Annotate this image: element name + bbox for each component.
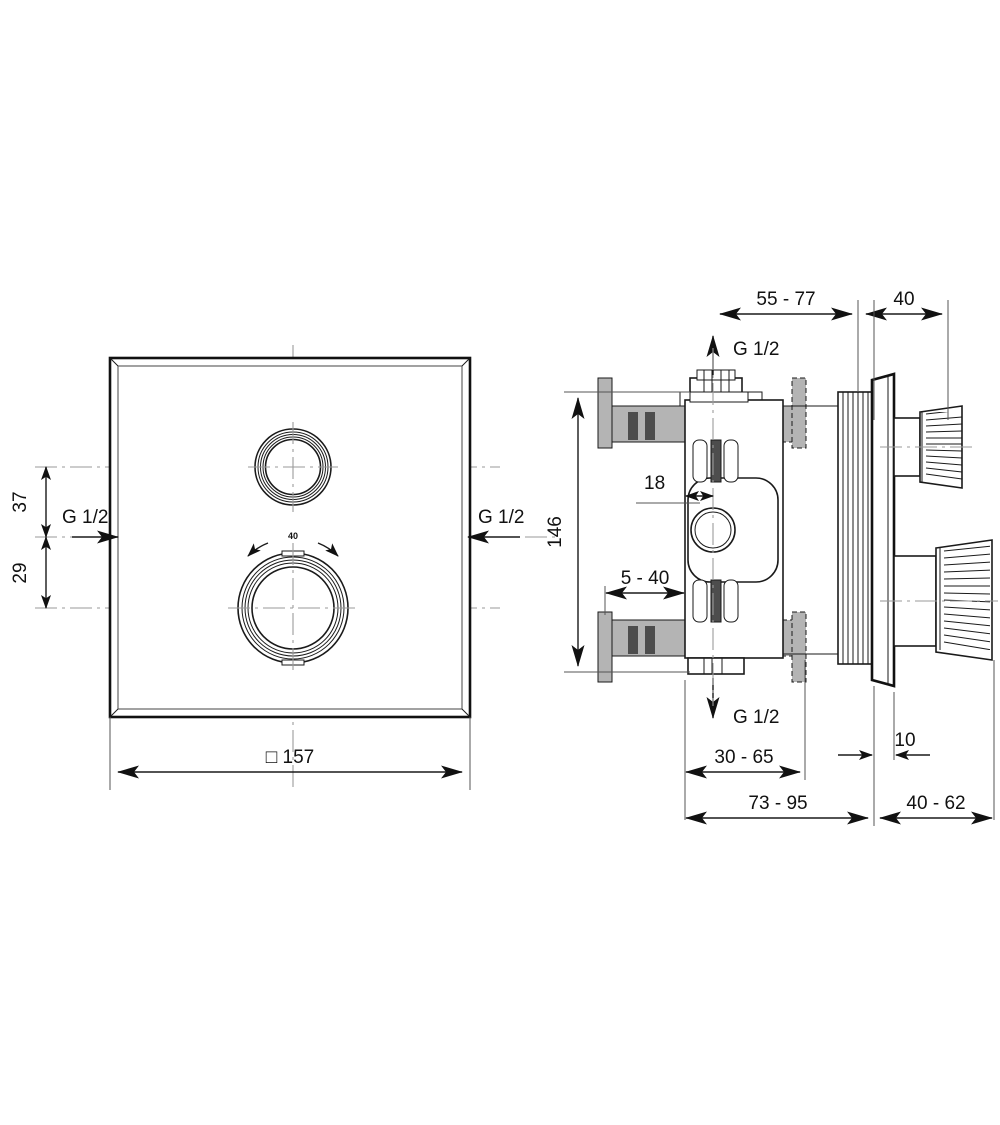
upper-knurl-9 <box>925 461 963 466</box>
escutcheon-plate <box>870 372 896 688</box>
dim-157: □ 157 <box>109 717 471 790</box>
valve-body <box>684 391 784 659</box>
bevel-corner-tl <box>109 357 119 367</box>
dim-40-label: 40 <box>893 289 914 310</box>
dim-73-95: 73 - 95 <box>685 793 869 825</box>
valve-slot-lower-mid <box>710 579 722 623</box>
dim-55-77-label: 55 - 77 <box>756 289 815 310</box>
lower-handle-knurls <box>939 545 990 650</box>
dim-18: 18 <box>636 473 714 504</box>
bevel-corner-br <box>461 708 471 718</box>
dim-10: 10 <box>838 686 930 770</box>
upper-knurl-7 <box>925 449 963 452</box>
dim-146-label: 146 <box>545 516 566 548</box>
upper-knurl-2 <box>925 416 963 421</box>
lower-knurl-4 <box>943 569 990 573</box>
upper-knurl-1 <box>925 412 949 415</box>
dim-18-label: 18 <box>644 473 665 494</box>
lower-knurl-12 <box>943 627 990 635</box>
upper-knurl-3 <box>925 423 963 427</box>
port-bottom: G 1/2 <box>687 657 779 728</box>
wall-tile-bl-2 <box>645 626 655 654</box>
upper-knurl-10 <box>925 467 963 473</box>
thermostatic-knob[interactable]: 40 <box>228 531 358 673</box>
wall-tile-tl-2 <box>645 412 655 440</box>
telescoping-sleeve <box>837 391 873 665</box>
sleeve-flutes <box>842 392 869 664</box>
valve-slot-upper-mid <box>710 439 722 483</box>
bevel-corner-bl <box>109 708 119 718</box>
upper-knurl-8 <box>925 455 963 459</box>
rotation-arrow-left <box>247 542 269 557</box>
dim-30-65: 30 - 65 <box>684 660 806 820</box>
escutcheon-side <box>870 372 896 688</box>
lower-knurl-11 <box>943 620 990 627</box>
lower-handle[interactable] <box>880 539 998 661</box>
upper-knurl-11 <box>925 473 963 480</box>
inlet-right-label: G 1/2 <box>478 507 524 528</box>
rotation-arrow-right <box>317 542 339 557</box>
dim-29: 29 <box>10 536 51 609</box>
upper-handle[interactable] <box>880 405 975 489</box>
lower-knurl-10 <box>943 613 990 619</box>
inlet-left: G 1/2 <box>62 507 119 544</box>
wall-flange-bottom-right <box>791 611 807 683</box>
port-bottom-label: G 1/2 <box>733 707 779 728</box>
connector-bars <box>783 405 845 655</box>
dim-5-40-label: 5 - 40 <box>621 568 670 589</box>
dim-157-label: □ 157 <box>266 747 314 768</box>
dim-30-65-label: 30 - 65 <box>714 747 773 768</box>
side-section-group: G 1/2 <box>545 289 998 826</box>
inlet-left-label: G 1/2 <box>62 507 108 528</box>
wall-flange-top-left <box>597 377 613 449</box>
dim-146: 146 <box>545 391 690 673</box>
dim-37-label: 37 <box>10 491 31 512</box>
dim-37: 37 <box>10 466 51 538</box>
upper-handle-knurls <box>921 412 963 482</box>
wall-flange-top-right <box>791 377 807 449</box>
dim-5-40: 5 - 40 <box>604 568 685 615</box>
port-top-thread-cap <box>696 369 736 381</box>
lower-knurl-2 <box>943 553 990 559</box>
dim-73-95-label: 73 - 95 <box>748 793 807 814</box>
port-bottom-nut <box>687 657 745 675</box>
dim-40-top: 40 <box>865 289 949 420</box>
lower-knurl-7 <box>943 592 990 595</box>
dim-40-62: 40 - 62 <box>879 660 995 825</box>
valve-slot-upper-right <box>723 439 739 483</box>
front-elevation-group: 40 37 29 G 1/2 G 1/2 □ 157 <box>10 345 560 790</box>
lower-knurl-14 <box>943 641 990 650</box>
wall-tile-tl-1 <box>628 412 638 440</box>
lower-knurl-13 <box>943 634 990 643</box>
dim-29-label: 29 <box>10 562 31 583</box>
lower-knurl-5 <box>943 577 990 580</box>
lower-knurl-1 <box>943 545 990 552</box>
valve-top-step <box>689 391 749 403</box>
dim-40-62-label: 40 - 62 <box>906 793 965 814</box>
wall-tile-bl-1 <box>628 626 638 654</box>
valve-slot-upper-left <box>692 439 708 483</box>
valve-slot-lower-right <box>723 579 739 623</box>
lower-knurl-3 <box>943 561 990 566</box>
flow-control-knob[interactable] <box>248 422 338 512</box>
dim-10-label: 10 <box>894 730 915 751</box>
inlet-right: G 1/2 <box>467 507 524 544</box>
lower-knurl-9 <box>943 606 990 611</box>
upper-knurl-4 <box>925 430 963 433</box>
bevel-corner-tr <box>461 357 471 367</box>
port-top-label: G 1/2 <box>733 339 779 360</box>
dim-55-77: 55 - 77 <box>719 289 859 392</box>
valve-slot-lower-left <box>692 579 708 623</box>
thermo-temp-mark: 40 <box>288 531 298 541</box>
lower-handle-knurl-body <box>935 539 993 661</box>
